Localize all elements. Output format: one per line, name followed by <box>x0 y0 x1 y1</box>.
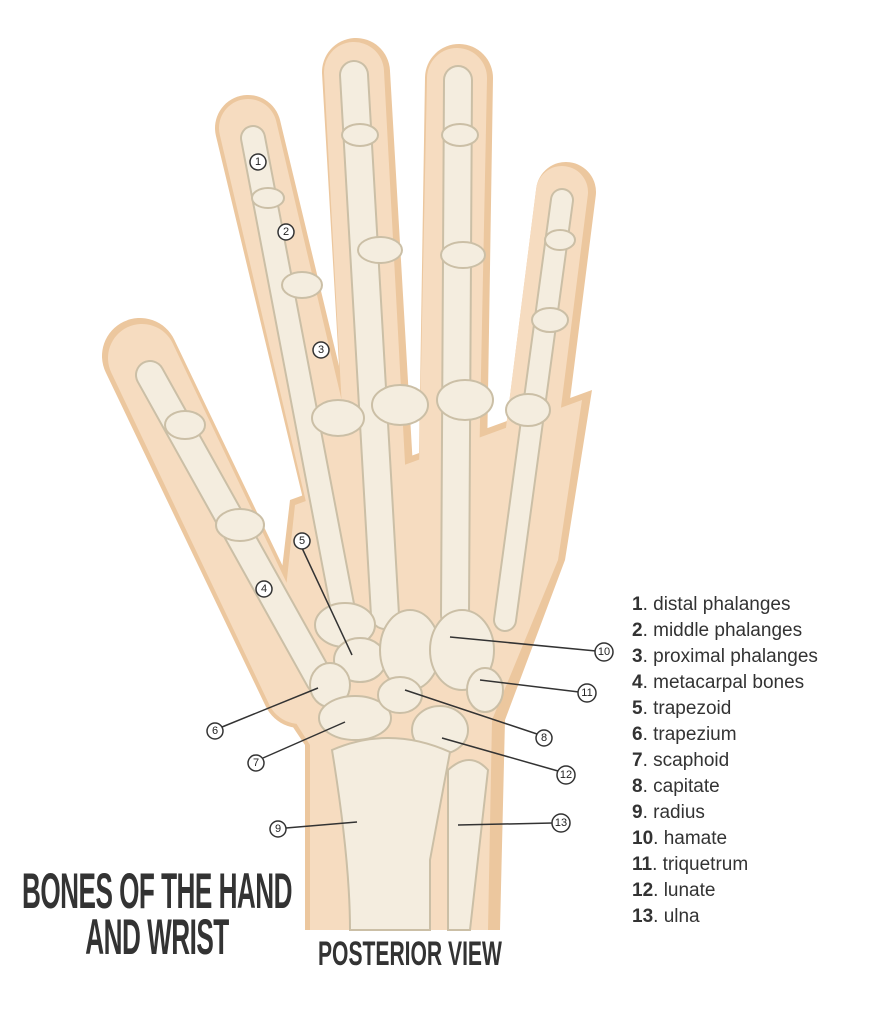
svg-text:5: 5 <box>299 535 305 547</box>
legend-item: 2. middle phalanges <box>632 620 803 641</box>
diagram-subtitle: POSTERIOR VIEW <box>318 935 502 973</box>
legend-item: 1. distal phalanges <box>632 594 791 615</box>
callout-9: 9 <box>269 820 287 838</box>
legend-item: 11. triquetrum <box>632 854 749 875</box>
svg-text:12: 12 <box>560 769 572 781</box>
title-line-1: BONES OF THE HAND <box>22 863 293 919</box>
legend-item: 10. hamate <box>632 828 728 849</box>
legend-item: 3. proximal phalanges <box>632 646 818 667</box>
svg-text:10: 10 <box>598 646 610 658</box>
callout-11: 11 <box>577 683 597 703</box>
callout-lines <box>221 547 597 829</box>
callout-7: 7 <box>247 754 265 772</box>
callout-5: 5 <box>293 532 311 550</box>
callout-6: 6 <box>206 722 224 740</box>
callout-4: 4 <box>255 580 273 598</box>
callout-13: 13 <box>551 813 571 833</box>
callout-1: 1 <box>249 153 267 171</box>
callout-8: 8 <box>535 729 553 747</box>
callout-3: 3 <box>312 341 330 359</box>
legend-item: 13. ulna <box>632 906 700 927</box>
svg-text:1: 1 <box>255 156 261 168</box>
callout-10: 10 <box>594 642 614 662</box>
svg-text:7: 7 <box>253 757 259 769</box>
bones <box>135 60 576 931</box>
diagram-title: BONES OF THE HAND AND WRIST <box>22 863 293 965</box>
svg-text:11: 11 <box>581 687 592 699</box>
legend-item: 7. scaphoid <box>632 750 730 771</box>
callout-2: 2 <box>277 223 295 241</box>
svg-text:9: 9 <box>275 823 281 835</box>
legend-item: 5. trapezoid <box>632 698 732 719</box>
legend-item: 4. metacarpal bones <box>632 672 805 693</box>
legend-item: 12. lunate <box>632 880 716 901</box>
legend-item: 8. capitate <box>632 776 720 797</box>
svg-text:13: 13 <box>555 817 567 829</box>
svg-text:3: 3 <box>318 344 324 356</box>
svg-text:8: 8 <box>541 732 547 744</box>
callout-12: 12 <box>556 765 576 785</box>
svg-text:6: 6 <box>212 725 218 737</box>
legend-item: 9. radius <box>632 802 705 823</box>
title-line-2: AND WRIST <box>85 909 229 965</box>
svg-text:2: 2 <box>283 226 289 238</box>
callouts: 1 2 3 4 5 6 7 8 9 10 11 12 13 <box>206 153 614 838</box>
legend: 1. distal phalanges 2. middle phalanges … <box>632 592 818 930</box>
svg-text:4: 4 <box>261 583 267 595</box>
legend-item: 6. trapezium <box>632 724 737 745</box>
